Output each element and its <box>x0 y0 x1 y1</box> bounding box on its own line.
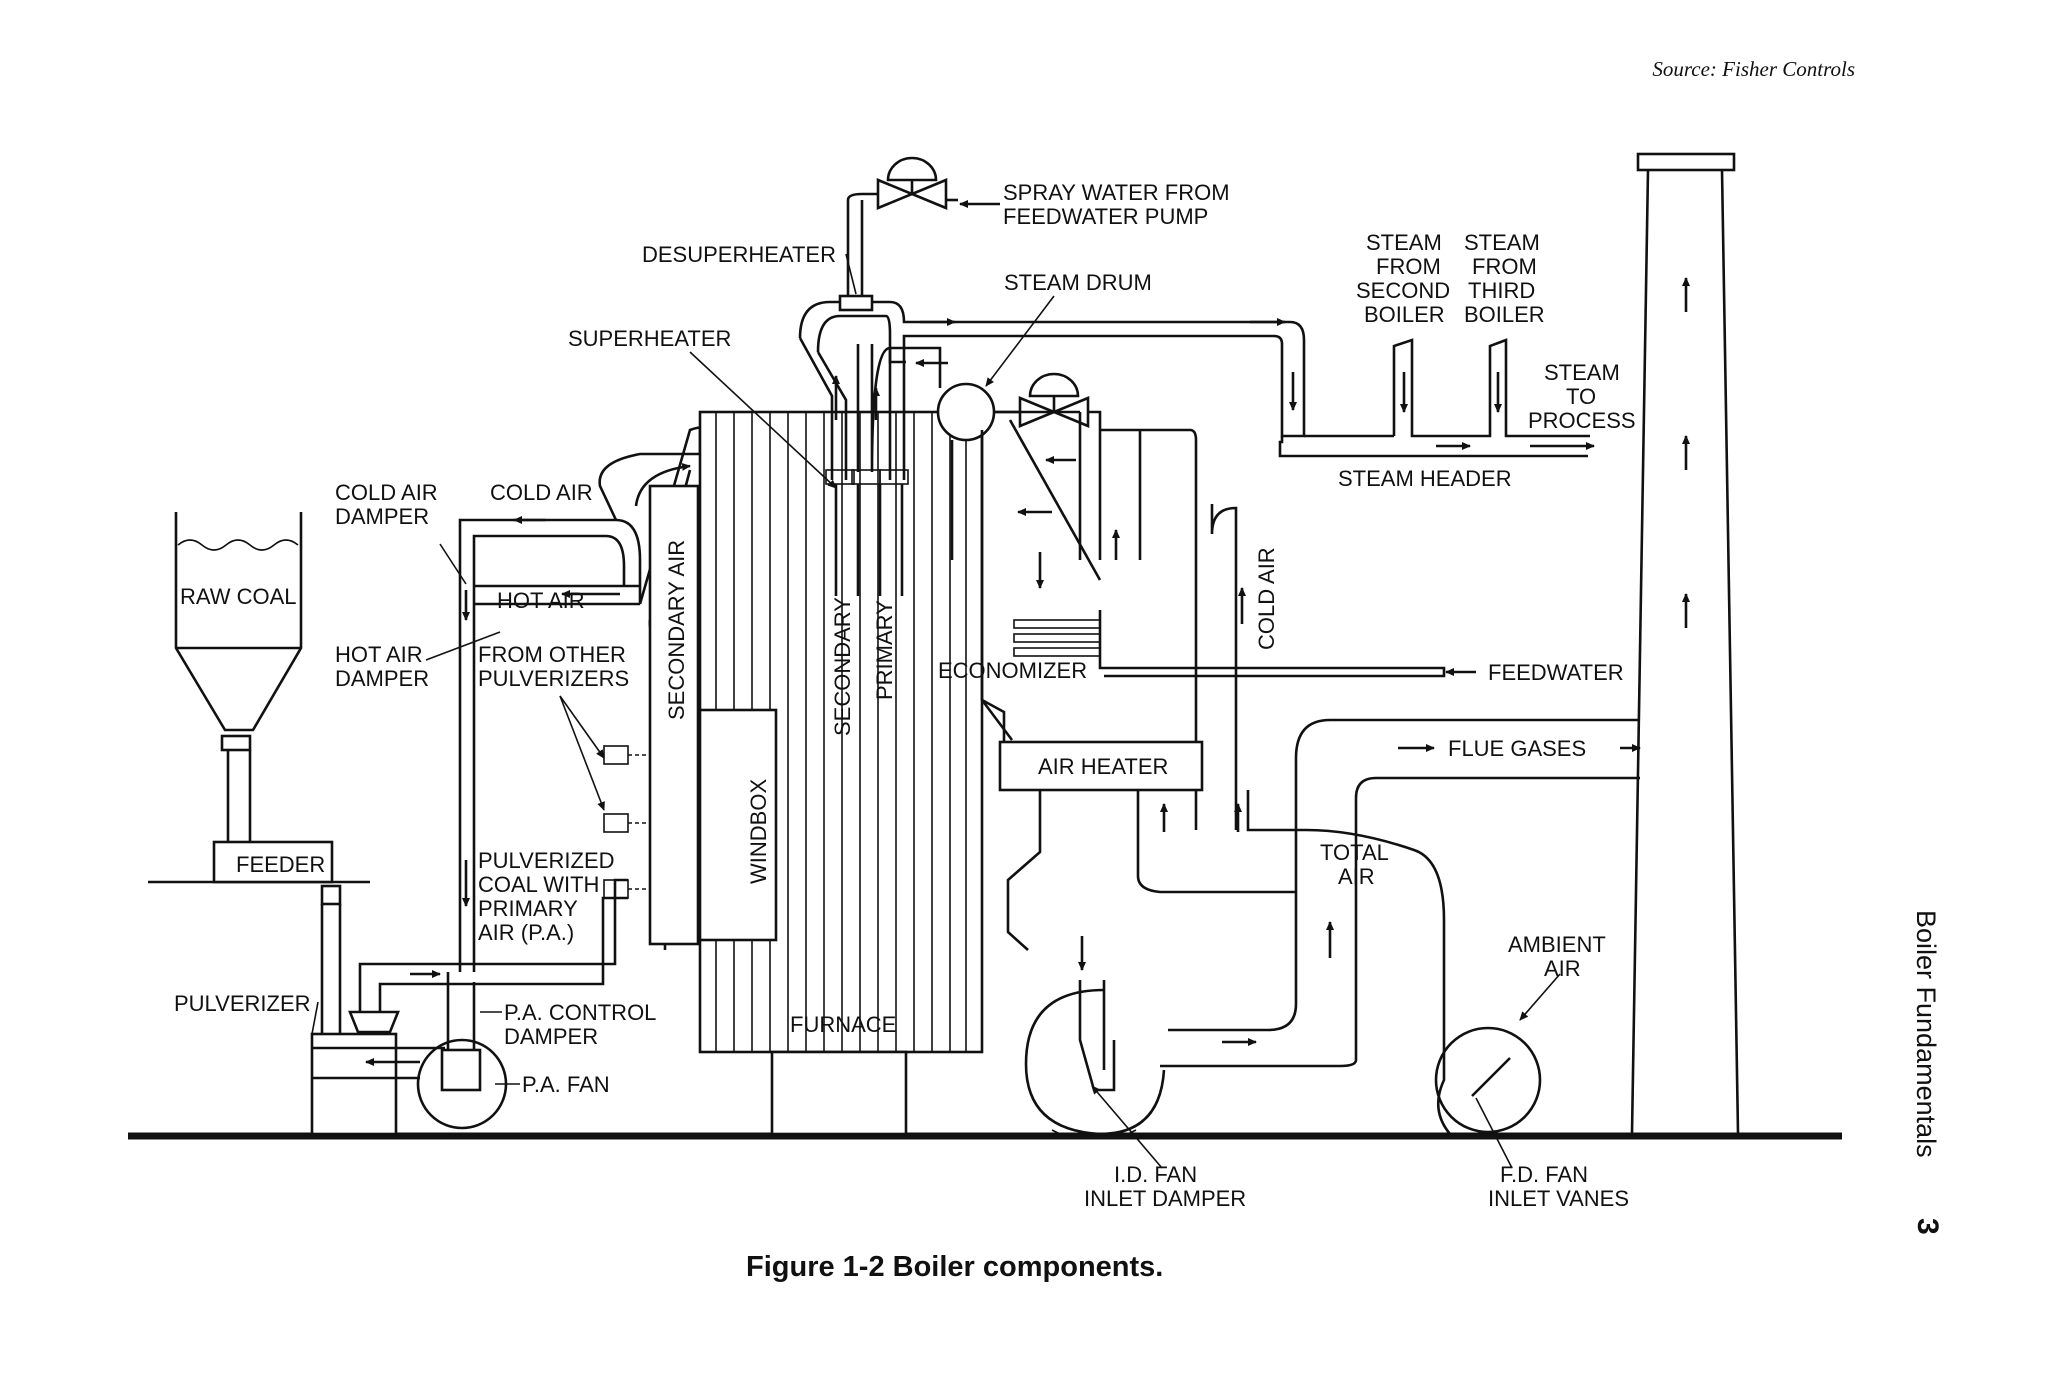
fd-fan <box>1434 1020 1542 1135</box>
flue-gas-duct <box>1294 718 1641 902</box>
pulverizer <box>310 1010 445 1136</box>
page-number: 3 <box>1911 1218 1944 1235</box>
pulverizer-leader <box>311 1001 319 1035</box>
steam-second-label-2: FROM <box>1376 254 1441 279</box>
hot-air-damper-leader <box>425 631 501 661</box>
id-fan-leader <box>1091 1085 1163 1169</box>
from-other-arrow-1 <box>559 695 605 759</box>
fd-fan-leader <box>1475 1097 1513 1169</box>
steam-second-label-1: STEAM <box>1366 230 1442 255</box>
total-air-label-1: TOTAL <box>1320 840 1389 865</box>
hot-air-damper-label-2: DAMPER <box>335 666 429 691</box>
figure-caption: Figure 1-2 Boiler components. <box>746 1251 1163 1283</box>
air-heater-label: AIR HEATER <box>1038 754 1168 779</box>
furnace <box>648 410 1080 1136</box>
from-other-label-2: PULVERIZERS <box>478 666 629 691</box>
spray-water-label-1: SPRAY WATER FROM <box>1003 180 1230 205</box>
secondary-label: SECONDARY <box>830 597 855 736</box>
cold-air-damper-leader <box>439 543 467 585</box>
pulv-coal-label-1: PULVERIZED <box>478 848 615 873</box>
superheater <box>798 300 1306 596</box>
fd-fan-label-1: F.D. FAN <box>1500 1162 1588 1187</box>
pulverizer-label: PULVERIZER <box>174 991 311 1016</box>
spray-water-valve <box>876 156 1000 210</box>
fd-fan-label-2: INLET VANES <box>1488 1186 1629 1211</box>
steam-drum-label: STEAM DRUM <box>1004 270 1152 295</box>
feeder <box>148 840 370 1133</box>
side-title: Boiler Fundamentals <box>1911 910 1941 1158</box>
pa-fan-label: P.A. FAN <box>522 1072 610 1097</box>
superheater-leader <box>689 351 837 489</box>
cold-air-damper-label-2: DAMPER <box>335 504 429 529</box>
windbox-label: WINDBOX <box>746 779 771 884</box>
ambient-air-label-1: AMBIENT <box>1508 932 1606 957</box>
total-air-label-2: AIR <box>1338 864 1375 889</box>
steam-third-label-3: THIRD <box>1468 278 1535 303</box>
desuperheater <box>838 192 878 312</box>
pa-damper-label-2: DAMPER <box>504 1024 598 1049</box>
flue-gases-label: FLUE GASES <box>1448 736 1586 761</box>
feeder-label: FEEDER <box>236 852 325 877</box>
pulv-coal-label-3: PRIMARY <box>478 896 578 921</box>
economizer-backpass <box>980 412 1476 752</box>
desuperheater-leader <box>845 253 857 295</box>
steam-third-label-4: BOILER <box>1464 302 1545 327</box>
pulv-coal-label-4: AIR (P.A.) <box>478 920 574 945</box>
steam-header <box>1278 338 1595 458</box>
steam-process-label-2: TO <box>1566 384 1596 409</box>
steam-drum <box>936 372 1102 560</box>
hot-air-damper-label-1: HOT AIR <box>335 642 423 667</box>
source-note: Source: Fisher Controls <box>1652 57 1855 81</box>
id-fan-label-1: I.D. FAN <box>1114 1162 1197 1187</box>
desuperheater-label: DESUPERHEATER <box>642 242 836 267</box>
id-fan <box>1024 980 1166 1136</box>
cold-air-damper-label-1: COLD AIR <box>335 480 438 505</box>
from-other-label-1: FROM OTHER <box>478 642 626 667</box>
pa-fan <box>416 972 508 1130</box>
furnace-label: FURNACE <box>790 1012 896 1037</box>
steam-second-label-3: SECOND <box>1356 278 1450 303</box>
stack <box>1630 152 1740 1134</box>
cold-air-label: COLD AIR <box>490 480 593 505</box>
economizer-label: ECONOMIZER <box>938 658 1087 683</box>
raw-coal-label: RAW COAL <box>180 584 297 609</box>
cold-air-vertical-label: COLD AIR <box>1254 547 1279 650</box>
primary-label: PRIMARY <box>872 600 897 700</box>
ambient-air-leader <box>1519 973 1561 1021</box>
secondary-air-label: SECONDARY AIR <box>664 540 689 720</box>
spray-water-label-2: FEEDWATER PUMP <box>1003 204 1208 229</box>
pa-damper-label-1: P.A. CONTROL <box>504 1000 656 1025</box>
steam-process-label-3: PROCESS <box>1528 408 1636 433</box>
steam-third-label-2: FROM <box>1472 254 1537 279</box>
from-other-arrow-2 <box>559 695 605 811</box>
feedwater-label: FEEDWATER <box>1488 660 1624 685</box>
hot-air-label: HOT AIR <box>497 588 585 613</box>
air-heater <box>998 740 1446 1068</box>
ambient-air-label-2: AIR <box>1544 956 1581 981</box>
steam-header-label: STEAM HEADER <box>1338 466 1512 491</box>
steam-process-label-1: STEAM <box>1544 360 1620 385</box>
id-fan-label-2: INLET DAMPER <box>1084 1186 1246 1211</box>
superheater-label: SUPERHEATER <box>568 326 731 351</box>
raw-coal-hopper <box>174 512 303 842</box>
pulv-coal-label-2: COAL WITH <box>478 872 599 897</box>
steam-second-label-4: BOILER <box>1364 302 1445 327</box>
steam-third-label-1: STEAM <box>1464 230 1540 255</box>
steam-drum-leader <box>985 295 1055 387</box>
